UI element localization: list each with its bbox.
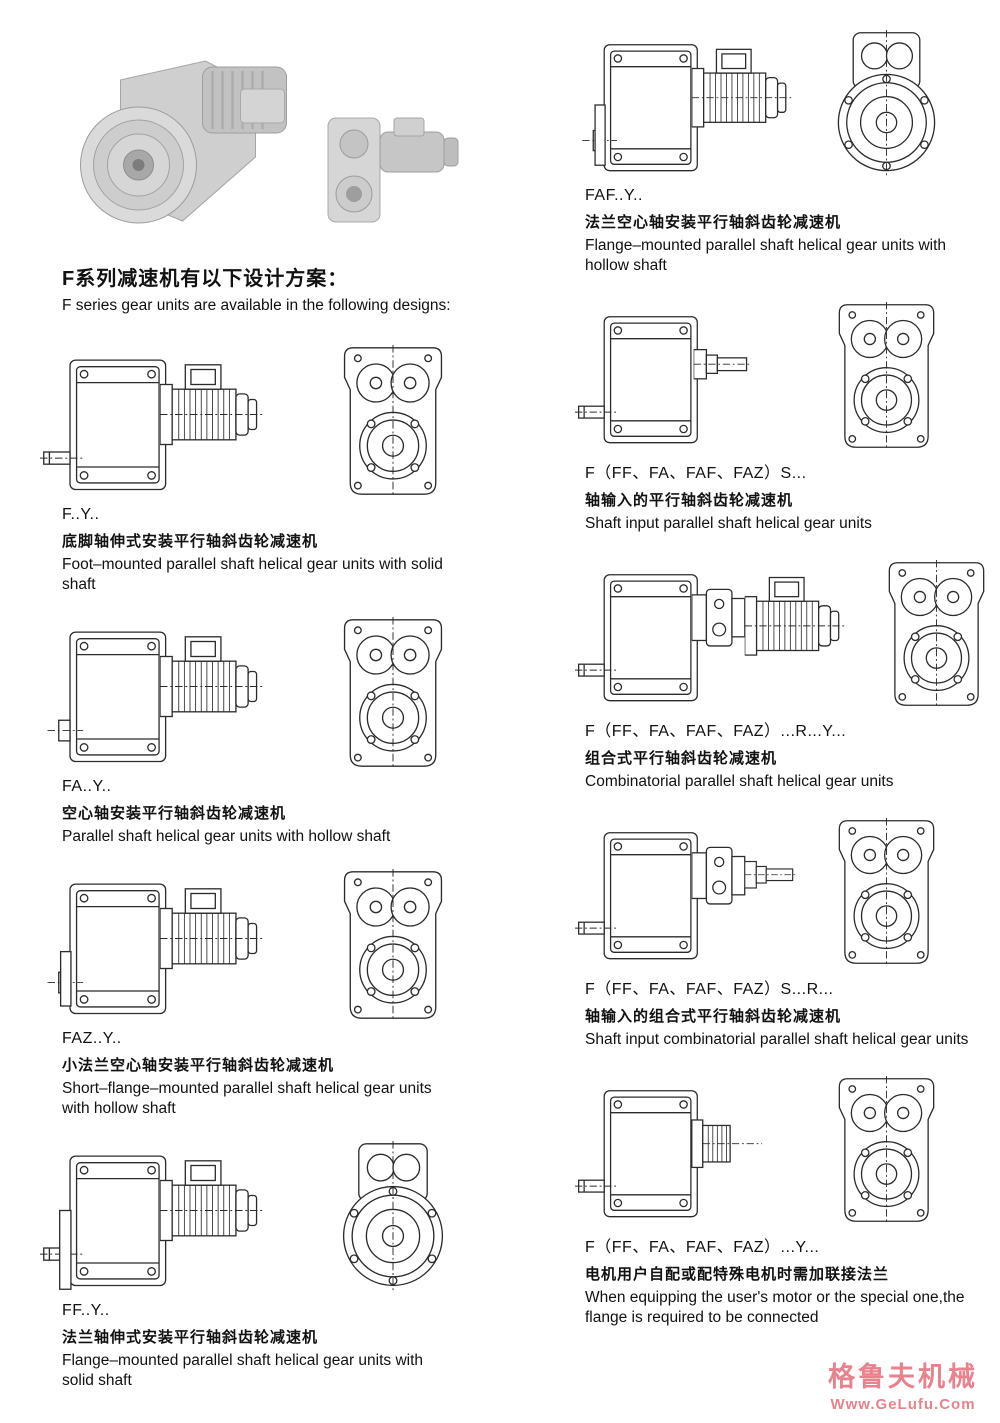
gear-unit-side-view-drawing — [575, 316, 753, 444]
right-column: FAF..Y.. 法兰空心轴安装平行轴斜齿轮减速机 Flange–mounted… — [575, 30, 995, 1354]
model-code: FAF..Y.. — [585, 187, 643, 204]
gear-unit-side-view-drawing — [581, 44, 793, 172]
description-en: Combinatorial parallel shaft helical gea… — [585, 773, 894, 790]
gear-unit-front-view-drawing — [344, 869, 443, 1021]
drawings-row — [575, 1076, 995, 1224]
gear-unit-side-view-drawing — [575, 832, 798, 960]
watermark: 格鲁夫机械 Www.GeLufu.Com — [828, 1355, 978, 1413]
page-title-en: F series gear units are available in the… — [62, 297, 451, 314]
gear-unit-side-view-drawing — [46, 631, 264, 763]
description-en: Foot–mounted parallel shaft helical gear… — [62, 556, 443, 593]
design-section-user-motor-flange: F（FF、FA、FAF、FAZ）...Y... 电机用户自配或配特殊电机时需加联… — [575, 1076, 995, 1328]
design-section-shaft-input: F（FF、FA、FAF、FAZ）S... 轴输入的平行轴斜齿轮减速机 Shaft… — [575, 302, 995, 534]
gear-unit-side-view-drawing — [575, 574, 846, 702]
gear-motor-photo-small — [327, 117, 459, 223]
product-photos — [48, 25, 488, 255]
description-en: Parallel shaft helical gear units with h… — [62, 828, 391, 845]
drawings-row — [40, 617, 510, 769]
page-title-zh: F系列减速机有以下设计方案： — [62, 268, 349, 290]
gear-unit-front-view-drawing — [888, 560, 985, 708]
design-section-faf-y: FAF..Y.. 法兰空心轴安装平行轴斜齿轮减速机 Flange–mounted… — [575, 30, 995, 276]
gear-unit-front-view-drawing — [344, 345, 443, 497]
description-zh: 轴输入的平行轴斜齿轮减速机 — [585, 492, 794, 509]
left-column: F..Y.. 底脚轴伸式安装平行轴斜齿轮减速机 Foot–mounted par… — [40, 345, 510, 1413]
description-zh: 空心轴安装平行轴斜齿轮减速机 — [62, 805, 287, 822]
description-en: Shaft input combinatorial parallel shaft… — [585, 1031, 969, 1048]
description-zh: 小法兰空心轴安装平行轴斜齿轮减速机 — [62, 1057, 335, 1074]
drawings-row — [575, 302, 995, 450]
gear-unit-front-view-drawing — [838, 818, 935, 966]
description-zh: 轴输入的组合式平行轴斜齿轮减速机 — [585, 1008, 842, 1025]
design-section-combinatorial: F（FF、FA、FAF、FAZ）...R...Y... 组合式平行轴斜齿轮减速机… — [575, 560, 995, 792]
gear-unit-side-view-drawing — [40, 359, 264, 491]
description-en: Shaft input parallel shaft helical gear … — [585, 515, 872, 532]
design-section-shaft-input-combinatorial: F（FF、FA、FAF、FAZ）S...R... 轴输入的组合式平行轴斜齿轮减速… — [575, 818, 995, 1050]
drawings-row — [575, 818, 995, 966]
watermark-brand: 格鲁夫机械 — [828, 1362, 978, 1392]
drawings-row — [40, 869, 510, 1021]
model-code: FAZ..Y.. — [62, 1030, 122, 1047]
description-zh: 组合式平行轴斜齿轮减速机 — [585, 750, 778, 767]
model-code: FA..Y.. — [62, 778, 112, 795]
design-section-faz-y: FAZ..Y.. 小法兰空心轴安装平行轴斜齿轮减速机 Short–flange–… — [40, 869, 510, 1119]
description-zh: 电机用户自配或配特殊电机时需加联接法兰 — [585, 1266, 890, 1283]
gear-unit-front-view-flange-drawing — [343, 1141, 444, 1293]
drawings-row — [40, 1141, 510, 1293]
model-code: F（FF、FA、FAF、FAZ）...Y... — [585, 1239, 820, 1256]
gear-unit-side-view-drawing — [46, 883, 264, 1015]
drawings-row — [40, 345, 510, 497]
model-code: F（FF、FA、FAF、FAZ）S...R... — [585, 981, 834, 998]
gear-unit-front-view-flange-drawing — [837, 30, 936, 178]
gear-unit-front-view-drawing — [838, 1076, 935, 1224]
description-zh: 法兰空心轴安装平行轴斜齿轮减速机 — [585, 214, 842, 231]
design-section-fa-y: FA..Y.. 空心轴安装平行轴斜齿轮减速机 Parallel shaft he… — [40, 617, 510, 847]
gear-unit-side-view-drawing — [575, 1090, 763, 1218]
description-zh: 法兰轴伸式安装平行轴斜齿轮减速机 — [62, 1329, 319, 1346]
design-section-f-y: F..Y.. 底脚轴伸式安装平行轴斜齿轮减速机 Foot–mounted par… — [40, 345, 510, 595]
gear-unit-front-view-drawing — [344, 617, 443, 769]
design-section-ff-y: FF..Y.. 法兰轴伸式安装平行轴斜齿轮减速机 Flange–mounted … — [40, 1141, 510, 1391]
model-code: F..Y.. — [62, 506, 100, 523]
description-en: When equipping the user's motor or the s… — [585, 1289, 965, 1326]
description-en: Flange–mounted parallel shaft helical ge… — [585, 237, 947, 274]
description-en: Short–flange–mounted parallel shaft heli… — [62, 1080, 432, 1117]
drawings-row — [575, 30, 995, 178]
page-heading: F系列减速机有以下设计方案： F series gear units are a… — [62, 262, 602, 315]
watermark-url: Www.GeLufu.Com — [830, 1396, 976, 1413]
description-en: Flange–mounted parallel shaft helical ge… — [62, 1352, 424, 1389]
model-code: F（FF、FA、FAF、FAZ）S... — [585, 465, 807, 482]
drawings-row — [575, 560, 995, 708]
model-code: F（FF、FA、FAF、FAZ）...R...Y... — [585, 723, 847, 740]
description-zh: 底脚轴伸式安装平行轴斜齿轮减速机 — [62, 533, 319, 550]
model-code: FF..Y.. — [62, 1302, 110, 1319]
gear-motor-photo-large — [79, 59, 288, 225]
gear-unit-front-view-drawing — [838, 302, 935, 450]
gear-unit-side-view-drawing — [40, 1155, 264, 1290]
